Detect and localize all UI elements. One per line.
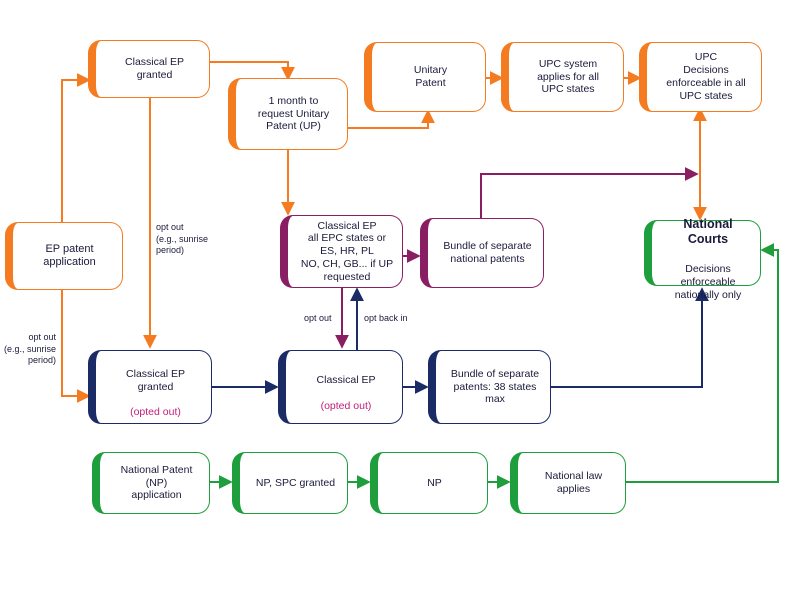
- opt-out-sunrise-label-lower: opt out (e.g., sunrise period): [4, 332, 56, 367]
- arrow-ep-granted-to-one-month: [210, 62, 288, 78]
- np-box: NP: [370, 452, 488, 514]
- classical-ep-granted-text: Classical EP granted: [125, 56, 184, 82]
- ep-patent-application-box: EP patent application: [5, 222, 123, 290]
- bundle-38-states-text: Bundle of separate patents: 38 states ma…: [451, 368, 539, 406]
- classical-ep-granted-optout-text: Classical EP granted: [126, 368, 185, 393]
- classical-ep-optout-box: Classical EP (opted out): [278, 350, 403, 424]
- upc-decisions-box: UPC Decisions enforceable in all UPC sta…: [639, 42, 762, 112]
- np-spc-granted-text: NP, SPC granted: [256, 477, 335, 490]
- classical-ep-all-states-box: Classical EP all EPC states or ES, HR, P…: [280, 215, 403, 288]
- national-law-text: National law applies: [545, 470, 602, 496]
- classical-ep-optout-text: Classical EP: [317, 374, 376, 386]
- classical-ep-granted-optout-content: Classical EP granted (opted out): [126, 355, 185, 419]
- national-courts-box: National Courts Decisions enforceable na…: [644, 220, 761, 286]
- classical-ep-granted-box: Classical EP granted: [88, 40, 210, 98]
- opt-back-in-label: opt back in: [364, 313, 408, 325]
- upc-system-box: UPC system applies for all UPC states: [501, 42, 624, 112]
- ep-patent-application-text: EP patent application: [43, 243, 96, 270]
- upc-decisions-text: UPC Decisions enforceable in all UPC sta…: [666, 51, 745, 102]
- national-courts-title: National Courts: [662, 217, 754, 248]
- unitary-patent-text: Unitary Patent: [414, 64, 447, 90]
- arrow-application-to-ep-granted-optout: [62, 290, 88, 396]
- one-month-request-up-box: 1 month to request Unitary Patent (UP): [228, 78, 348, 150]
- np-application-text: National Patent (NP) application: [110, 464, 203, 502]
- classical-ep-optout-content: Classical EP (opted out): [317, 361, 376, 412]
- opted-out-label: (opted out): [321, 400, 372, 412]
- upc-system-text: UPC system applies for all UPC states: [537, 58, 599, 96]
- opt-out-label: opt out: [304, 313, 332, 325]
- bundle-38-states-box: Bundle of separate patents: 38 states ma…: [428, 350, 551, 424]
- bundle-national-patents-text: Bundle of separate national patents: [443, 240, 531, 266]
- np-spc-granted-box: NP, SPC granted: [232, 452, 348, 514]
- national-courts-subtitle: Decisions enforceable nationally only: [675, 263, 742, 301]
- np-text: NP: [427, 477, 442, 490]
- bundle-national-patents-box: Bundle of separate national patents: [420, 218, 544, 288]
- national-courts-content: National Courts Decisions enforceable na…: [662, 204, 754, 301]
- classical-ep-granted-optout-box: Classical EP granted (opted out): [88, 350, 212, 424]
- opt-out-sunrise-label-upper: opt out (e.g., sunrise period): [156, 222, 208, 257]
- arrow-application-to-ep-granted: [62, 80, 88, 222]
- classical-ep-all-states-text: Classical EP all EPC states or ES, HR, P…: [301, 220, 393, 284]
- np-application-box: National Patent (NP) application: [92, 452, 210, 514]
- unitary-patent-box: Unitary Patent: [364, 42, 486, 112]
- one-month-request-up-text: 1 month to request Unitary Patent (UP): [258, 95, 329, 133]
- arrow-one-month-to-unitary: [348, 112, 428, 128]
- national-law-box: National law applies: [510, 452, 626, 514]
- arrow-bundle38-to-courts: [551, 290, 702, 387]
- opted-out-label: (opted out): [130, 406, 181, 418]
